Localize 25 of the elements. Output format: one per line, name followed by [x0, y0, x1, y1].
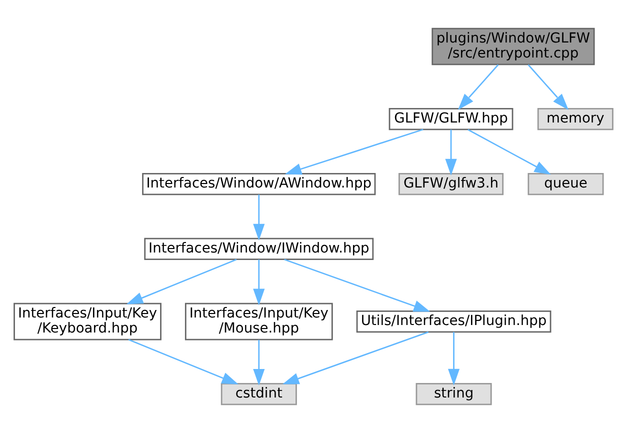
- arrow: [284, 128, 424, 174]
- node-box: Interfaces/Input/Key /Mouse.hpp: [184, 302, 333, 340]
- arrow: [445, 129, 457, 175]
- node-box: Interfaces/Window/AWindow.hpp: [142, 172, 376, 195]
- node-box: cstdint: [220, 382, 297, 405]
- arrow: [528, 64, 569, 110]
- arrow: [284, 258, 430, 312]
- arrow: [253, 258, 265, 305]
- arrow: [253, 339, 265, 386]
- node-box: GLFW/glfw3.h: [398, 172, 504, 195]
- node-box: memory: [537, 108, 614, 130]
- node-box: plugins/Window/GLFW /src/entrypoint.cpp: [432, 27, 595, 65]
- arrow: [253, 194, 265, 240]
- arrow: [128, 338, 238, 384]
- node-box: string: [416, 382, 492, 405]
- arrow: [282, 330, 429, 384]
- node-box: queue: [528, 172, 604, 195]
- node-box: GLFW/GLFW.hpp: [388, 108, 514, 130]
- arrow: [448, 332, 460, 385]
- arrow: [468, 128, 551, 174]
- node-box: Interfaces/Input/Key /Keyboard.hpp: [14, 302, 162, 340]
- node-box: Utils/Interfaces/IPlugin.hpp: [356, 310, 552, 332]
- arrow: [458, 64, 499, 110]
- node-box: Interfaces/Window/IWindow.hpp: [144, 237, 374, 260]
- arrow: [126, 258, 237, 304]
